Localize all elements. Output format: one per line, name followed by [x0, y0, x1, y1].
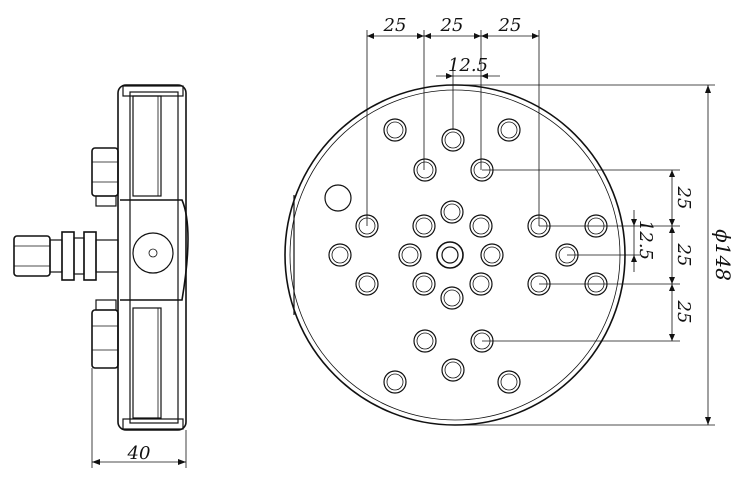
side-dim-arrow-left — [92, 459, 100, 465]
hole — [497, 370, 521, 394]
side-connector-nut — [61, 231, 75, 281]
right-pitch-label-3: 25 — [673, 300, 694, 324]
top-offset-label: 12.5 — [448, 55, 488, 76]
side-plate-outline — [117, 84, 187, 431]
center-hole-outer — [436, 241, 464, 269]
diameter-dimension: ϕ148 — [455, 84, 735, 426]
side-upper-bolt-neck — [95, 195, 117, 207]
right-pitch-label-1: 25 — [673, 186, 694, 210]
hole — [328, 243, 352, 267]
right-dimensions: 25 25 25 12.5 — [482, 169, 694, 342]
side-connector-collar — [49, 239, 63, 273]
hole — [440, 286, 464, 310]
hole — [413, 158, 437, 182]
side-hub-center — [148, 248, 158, 258]
hole — [441, 358, 465, 382]
side-width-label: 40 — [127, 443, 151, 464]
hole — [412, 272, 436, 296]
side-hub-circle — [132, 232, 174, 274]
side-view: 40 — [13, 84, 189, 468]
side-lower-bolt — [91, 309, 119, 369]
center-hole-inner — [441, 246, 459, 264]
hole — [412, 214, 436, 238]
hole — [398, 243, 422, 267]
top-dimensions: 25 25 25 12.5 — [366, 15, 540, 226]
side-plate-inner — [129, 91, 179, 424]
right-pitch-label-2: 25 — [673, 243, 694, 267]
side-connector-flange — [83, 231, 97, 281]
hole — [497, 118, 521, 142]
hole — [469, 214, 493, 238]
hole — [383, 118, 407, 142]
diameter-label: ϕ148 — [711, 229, 735, 281]
hole — [480, 243, 504, 267]
side-bottom-ring — [122, 418, 184, 430]
side-lower-slot — [132, 307, 162, 419]
side-upper-bolt — [91, 147, 119, 197]
side-upper-slot — [132, 95, 162, 197]
side-connector-stem — [95, 239, 119, 273]
hole — [440, 200, 464, 224]
hole — [469, 272, 493, 296]
side-connector-body — [13, 235, 51, 277]
side-dim-arrow-right — [178, 459, 186, 465]
hole — [383, 370, 407, 394]
right-offset-label: 12.5 — [635, 220, 656, 260]
side-connector-ring — [73, 237, 85, 275]
hole-pattern — [328, 118, 608, 394]
hole — [413, 329, 437, 353]
top-pitch-label-1: 25 — [383, 15, 407, 36]
side-top-ring — [122, 85, 184, 97]
front-view: 25 25 25 12.5 25 25 25 12.5 — [284, 15, 735, 426]
hole — [355, 272, 379, 296]
top-pitch-label-3: 25 — [498, 15, 522, 36]
hole — [441, 128, 465, 152]
side-hub — [120, 199, 189, 301]
side-lower-bolt-neck — [95, 299, 117, 311]
top-pitch-label-2: 25 — [440, 15, 464, 36]
locating-hole — [324, 184, 352, 212]
